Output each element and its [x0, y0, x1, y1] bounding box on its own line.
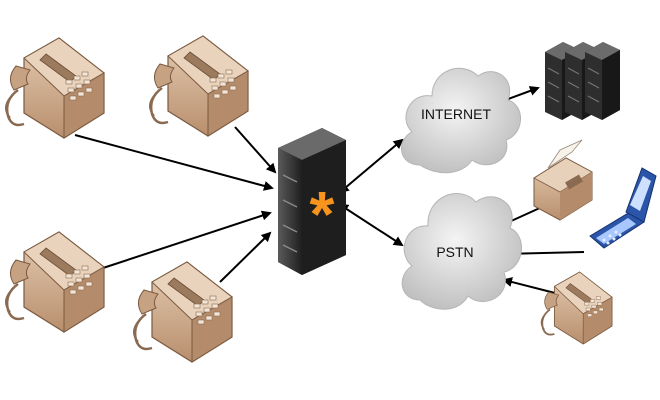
server-rack-icon — [545, 42, 620, 120]
pstn-label: PSTN — [436, 244, 473, 260]
arrow-pbx-pstn — [338, 203, 404, 247]
fax-machine-icon — [533, 139, 593, 221]
arrow-phone3-to-pbx — [102, 210, 272, 269]
desk-phone-icon — [540, 271, 613, 345]
pstn-cloud: PSTN — [401, 193, 522, 310]
arrow-pbx-internet — [338, 138, 404, 194]
pbx-server-icon: * — [278, 128, 346, 275]
mobile-phone-icon — [589, 167, 657, 249]
arrow-phone2-to-pbx — [234, 126, 277, 174]
desk-phone-icon — [4, 36, 106, 140]
pbx-asterisk-symbol: * — [310, 178, 335, 250]
arrow-phone4-to-pbx — [219, 231, 272, 283]
desk-phone-icon — [148, 34, 250, 138]
desk-phone-icon — [4, 230, 106, 334]
cloud-icon — [401, 193, 522, 310]
arrow-deskphone-to-pstn — [502, 277, 556, 294]
internet-cloud: INTERNET — [401, 67, 521, 174]
arrow-phone1-to-pbx — [74, 134, 274, 191]
desk-phone-icon — [132, 260, 234, 364]
internet-label: INTERNET — [421, 106, 491, 122]
cloud-icon — [401, 67, 521, 174]
